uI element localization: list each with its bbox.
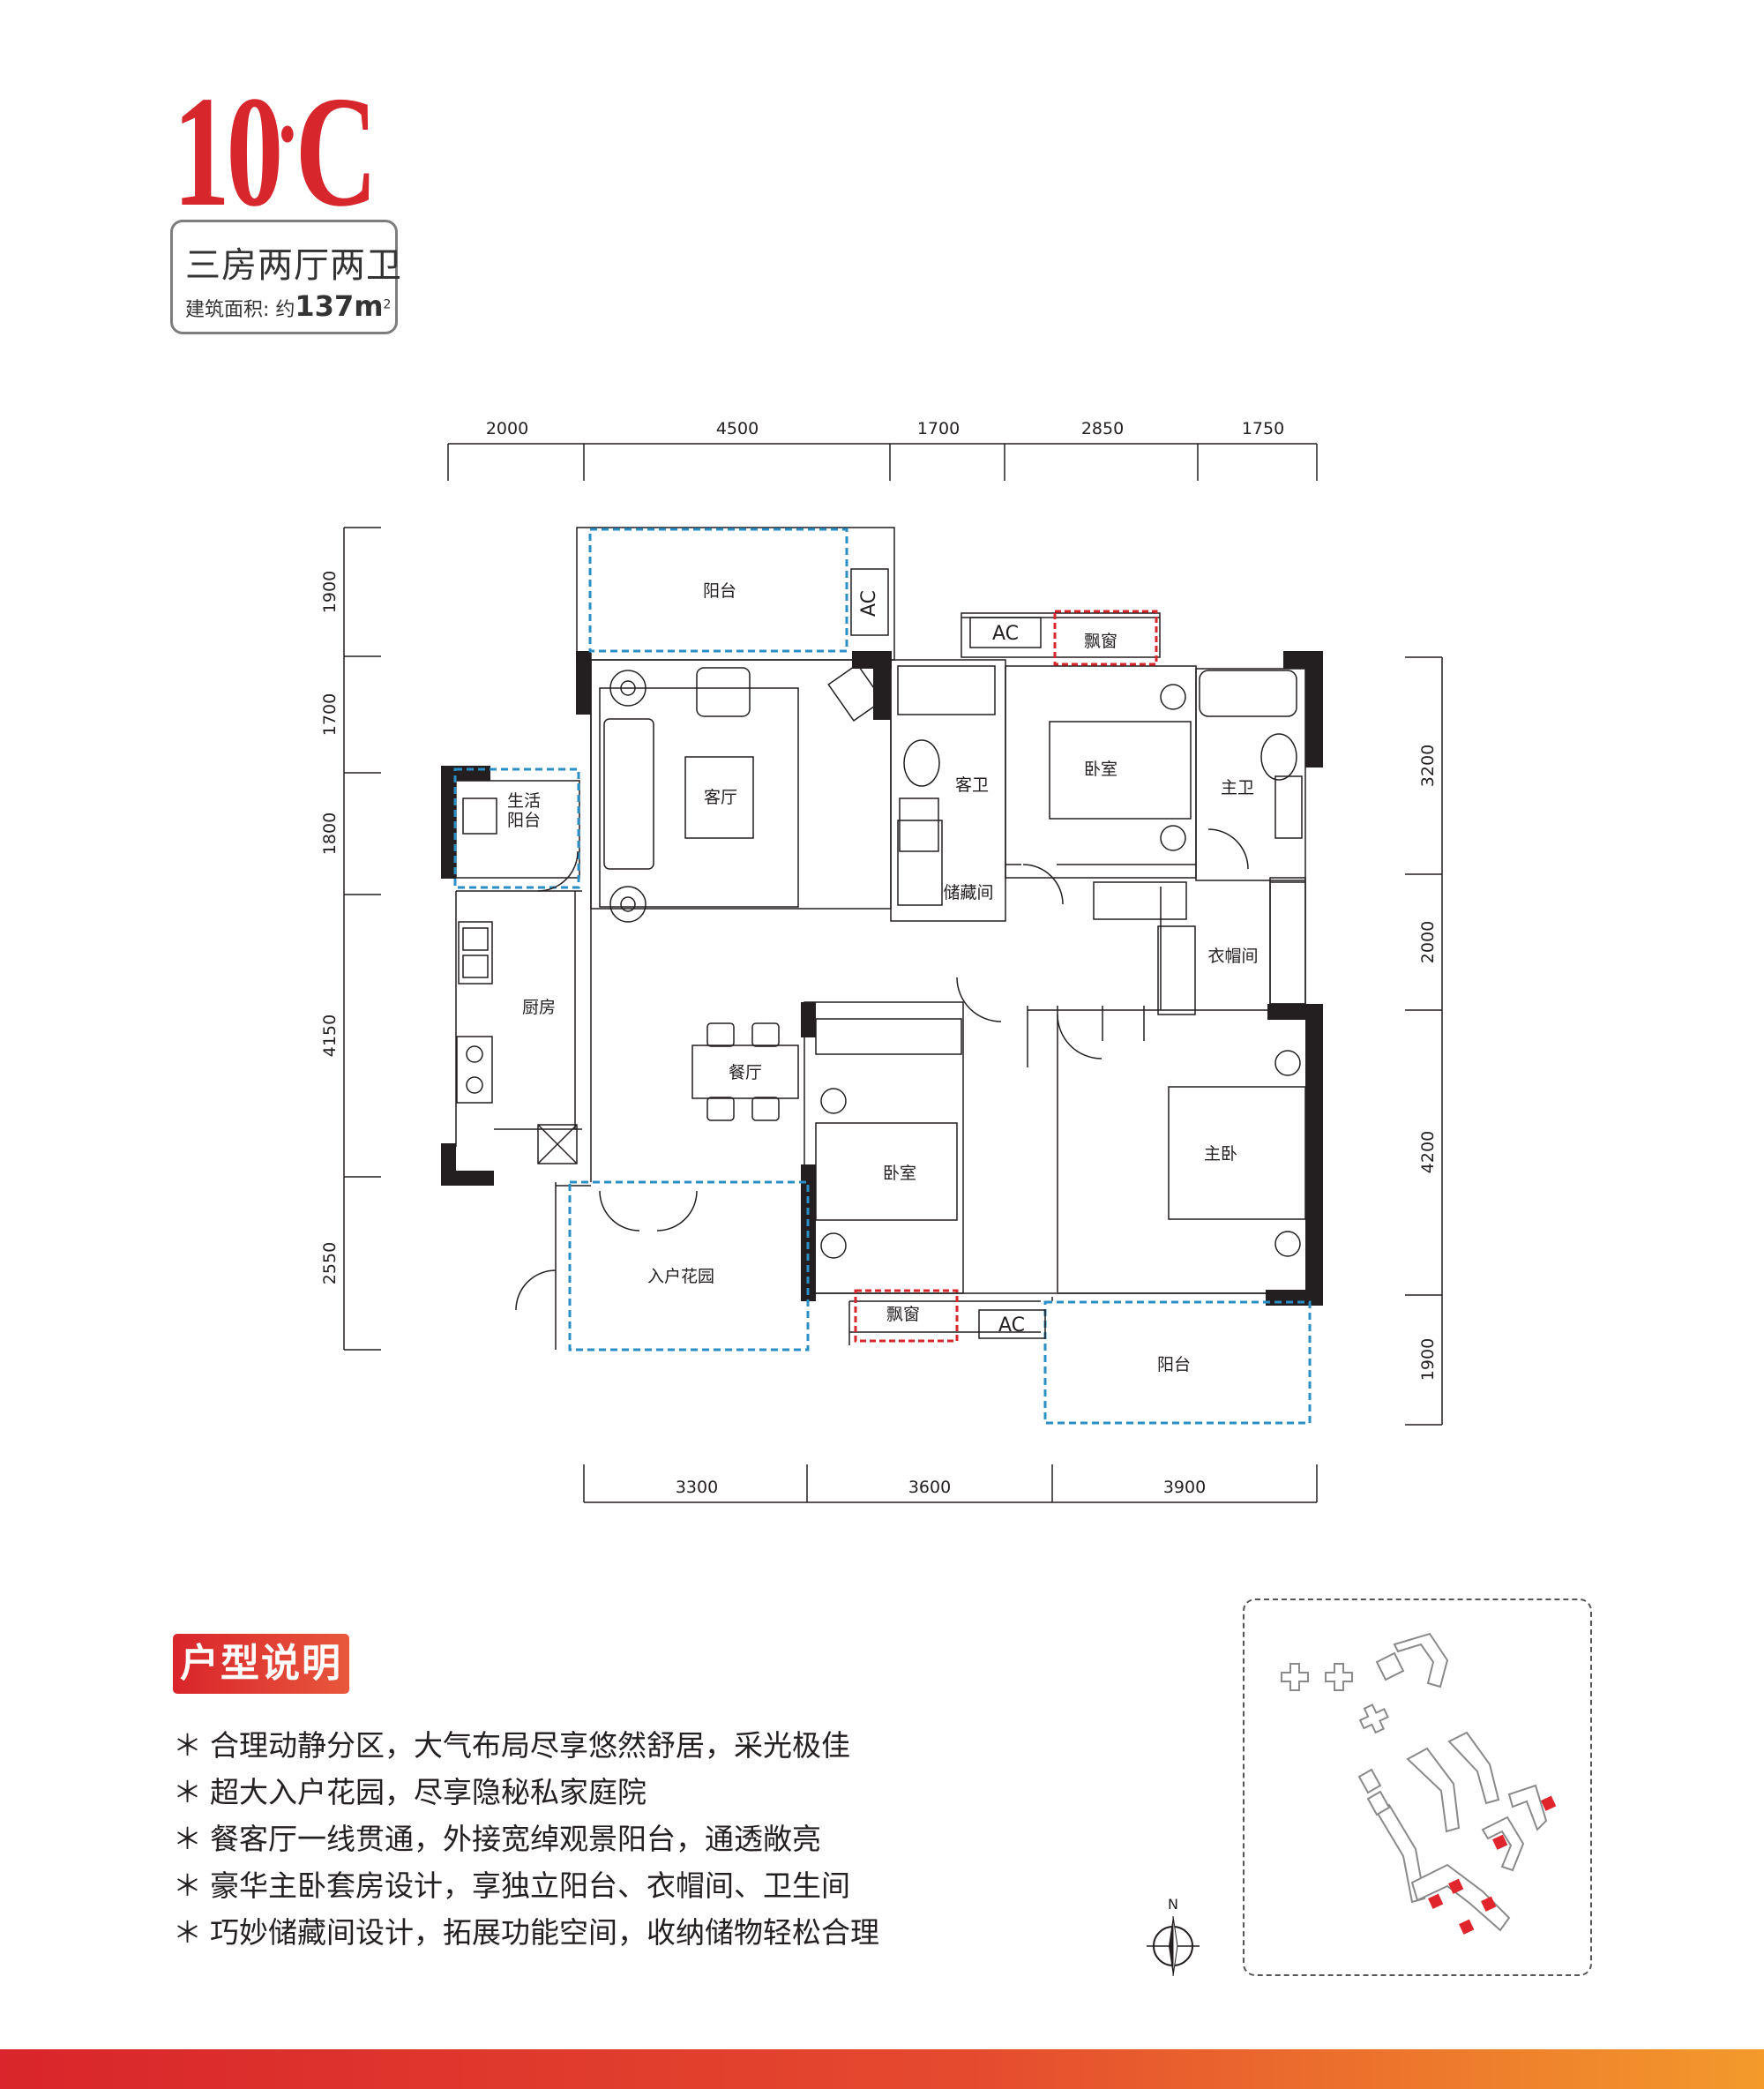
- feature-item: ＊合理动静分区，大气布局尽享悠然舒居，采光极佳: [173, 1722, 879, 1769]
- compass-icon: N: [1147, 1896, 1200, 1977]
- dim-right-1: 3200: [1418, 745, 1438, 787]
- feature-item: ＊超大入户花园，尽享隐秘私家庭院: [173, 1769, 879, 1816]
- unit-area: 建筑面积: 约137m2: [185, 289, 391, 323]
- dim-bottom-2: 3600: [908, 1478, 951, 1497]
- guest-bath-fixtures: [897, 665, 996, 906]
- bedroom-2-furniture: [815, 1018, 962, 1259]
- room-living: 客厅: [704, 788, 737, 807]
- bullet-star-icon: ＊: [173, 1915, 202, 1950]
- living-furniture: [599, 663, 884, 923]
- dim-left-2: 1700: [320, 693, 340, 736]
- dim-top-1: 2000: [486, 419, 528, 438]
- bedroom-1-furniture: [1049, 684, 1192, 920]
- bullet-star-icon: ＊: [173, 1822, 202, 1856]
- room-master-bath: 主卫: [1221, 778, 1254, 797]
- dim-top-3: 1700: [917, 419, 960, 438]
- feature-item: ＊豪华主卧套房设计，享独立阳台、衣帽间、卫生间: [173, 1862, 879, 1909]
- room-utility-balcony-2: 阳台: [507, 811, 541, 830]
- area-sup: 2: [383, 297, 392, 312]
- master-bedroom-furniture: [1168, 1050, 1306, 1257]
- room-balcony-top: 阳台: [703, 581, 736, 601]
- label-ac-2: AC: [992, 623, 1019, 645]
- bottom-bar: [0, 2049, 1764, 2089]
- room-guest-bath: 客卫: [955, 775, 989, 795]
- dimension-right: [1405, 656, 1443, 1426]
- feature-item: ＊餐客厅一线贯通，外接宽绰观景阳台，通透敞亮: [173, 1816, 879, 1862]
- dining-furniture: [691, 1022, 799, 1121]
- site-map: [1243, 1599, 1592, 1976]
- feature-item: ＊巧妙储藏间设计，拓展功能空间，收纳储物轻松合理: [173, 1909, 879, 1956]
- room-bedroom-1: 卧室: [1084, 760, 1117, 779]
- dim-bottom-3: 3900: [1163, 1478, 1206, 1497]
- dim-right-3: 4200: [1418, 1131, 1438, 1173]
- floor-plan: 2000 4500 1700 2850 1750 3300 3600 3900 …: [320, 419, 1443, 1503]
- dim-top-4: 2850: [1081, 419, 1124, 438]
- dim-right-4: 1900: [1418, 1338, 1438, 1381]
- label-ac-3: AC: [998, 1314, 1025, 1337]
- bay-window-outlines: [854, 610, 1158, 1343]
- room-utility-balcony-1: 生活: [507, 791, 541, 811]
- area-label: 建筑面积: 约: [185, 299, 295, 321]
- kitchen-fixtures: [456, 797, 578, 1164]
- dim-right-2: 2000: [1418, 921, 1438, 963]
- feature-list: ＊合理动静分区，大气布局尽享悠然舒居，采光极佳 ＊超大入户花园，尽享隐秘私家庭院…: [173, 1722, 879, 1956]
- room-master-bedroom: 主卧: [1204, 1144, 1237, 1164]
- area-value: 137: [295, 289, 355, 323]
- unit-info-box: 三房两厅两卫 建筑面积: 约137m2: [170, 220, 401, 334]
- dim-top-5: 1750: [1242, 419, 1284, 438]
- site-highlight-units: [1428, 1795, 1557, 1935]
- dim-left-3: 1800: [320, 812, 340, 855]
- room-kitchen: 厨房: [522, 998, 556, 1017]
- ac-unit-2: [969, 617, 1042, 648]
- room-balcony-bottom: 阳台: [1157, 1355, 1191, 1374]
- unit-number: 10: [173, 64, 283, 239]
- ac-unit-3: [978, 1309, 1046, 1339]
- dimension-bottom: [583, 1464, 1318, 1503]
- room-walk-in-closet: 衣帽间: [1207, 947, 1258, 966]
- site-buildings: [1281, 1632, 1548, 1932]
- ac-unit-1: [850, 568, 889, 636]
- dim-bottom-1: 3300: [676, 1478, 718, 1497]
- label-bay-window-bottom: 飘窗: [886, 1305, 920, 1324]
- unit-type: 三房两厅两卫: [185, 245, 402, 286]
- dimension-top: [447, 443, 1318, 481]
- door-swings: [515, 828, 1249, 1311]
- bullet-star-icon: ＊: [173, 1775, 202, 1809]
- dimension-left: [343, 527, 381, 1351]
- bullet-star-icon: ＊: [173, 1728, 202, 1763]
- label-ac-1: AC: [858, 590, 880, 617]
- master-bath-fixtures: [1199, 670, 1303, 839]
- room-entry-garden: 入户花园: [647, 1267, 714, 1286]
- room-dining: 餐厅: [729, 1063, 762, 1082]
- dim-left-1: 1900: [320, 571, 340, 613]
- closet-racks: [1157, 881, 1306, 1015]
- structural-walls: [441, 651, 1323, 1306]
- balcony-outlines: [453, 528, 1312, 1425]
- dim-top-2: 4500: [716, 419, 759, 438]
- dim-left-4: 4150: [320, 1015, 340, 1057]
- unit-letter: C: [295, 64, 378, 239]
- dim-left-5: 2550: [320, 1242, 340, 1284]
- room-storage: 储藏间: [943, 883, 993, 902]
- label-bay-window-top: 飘窗: [1084, 632, 1117, 651]
- unit-code: 10•C: [173, 72, 377, 231]
- description-title: 户型说明: [173, 1634, 349, 1694]
- bullet-star-icon: ＊: [173, 1868, 202, 1903]
- unit-dot: •: [279, 100, 295, 168]
- compass-label: N: [1168, 1896, 1178, 1913]
- room-bedroom-2: 卧室: [883, 1164, 916, 1183]
- interior-walls: [455, 527, 1306, 1350]
- area-unit: m: [354, 289, 384, 323]
